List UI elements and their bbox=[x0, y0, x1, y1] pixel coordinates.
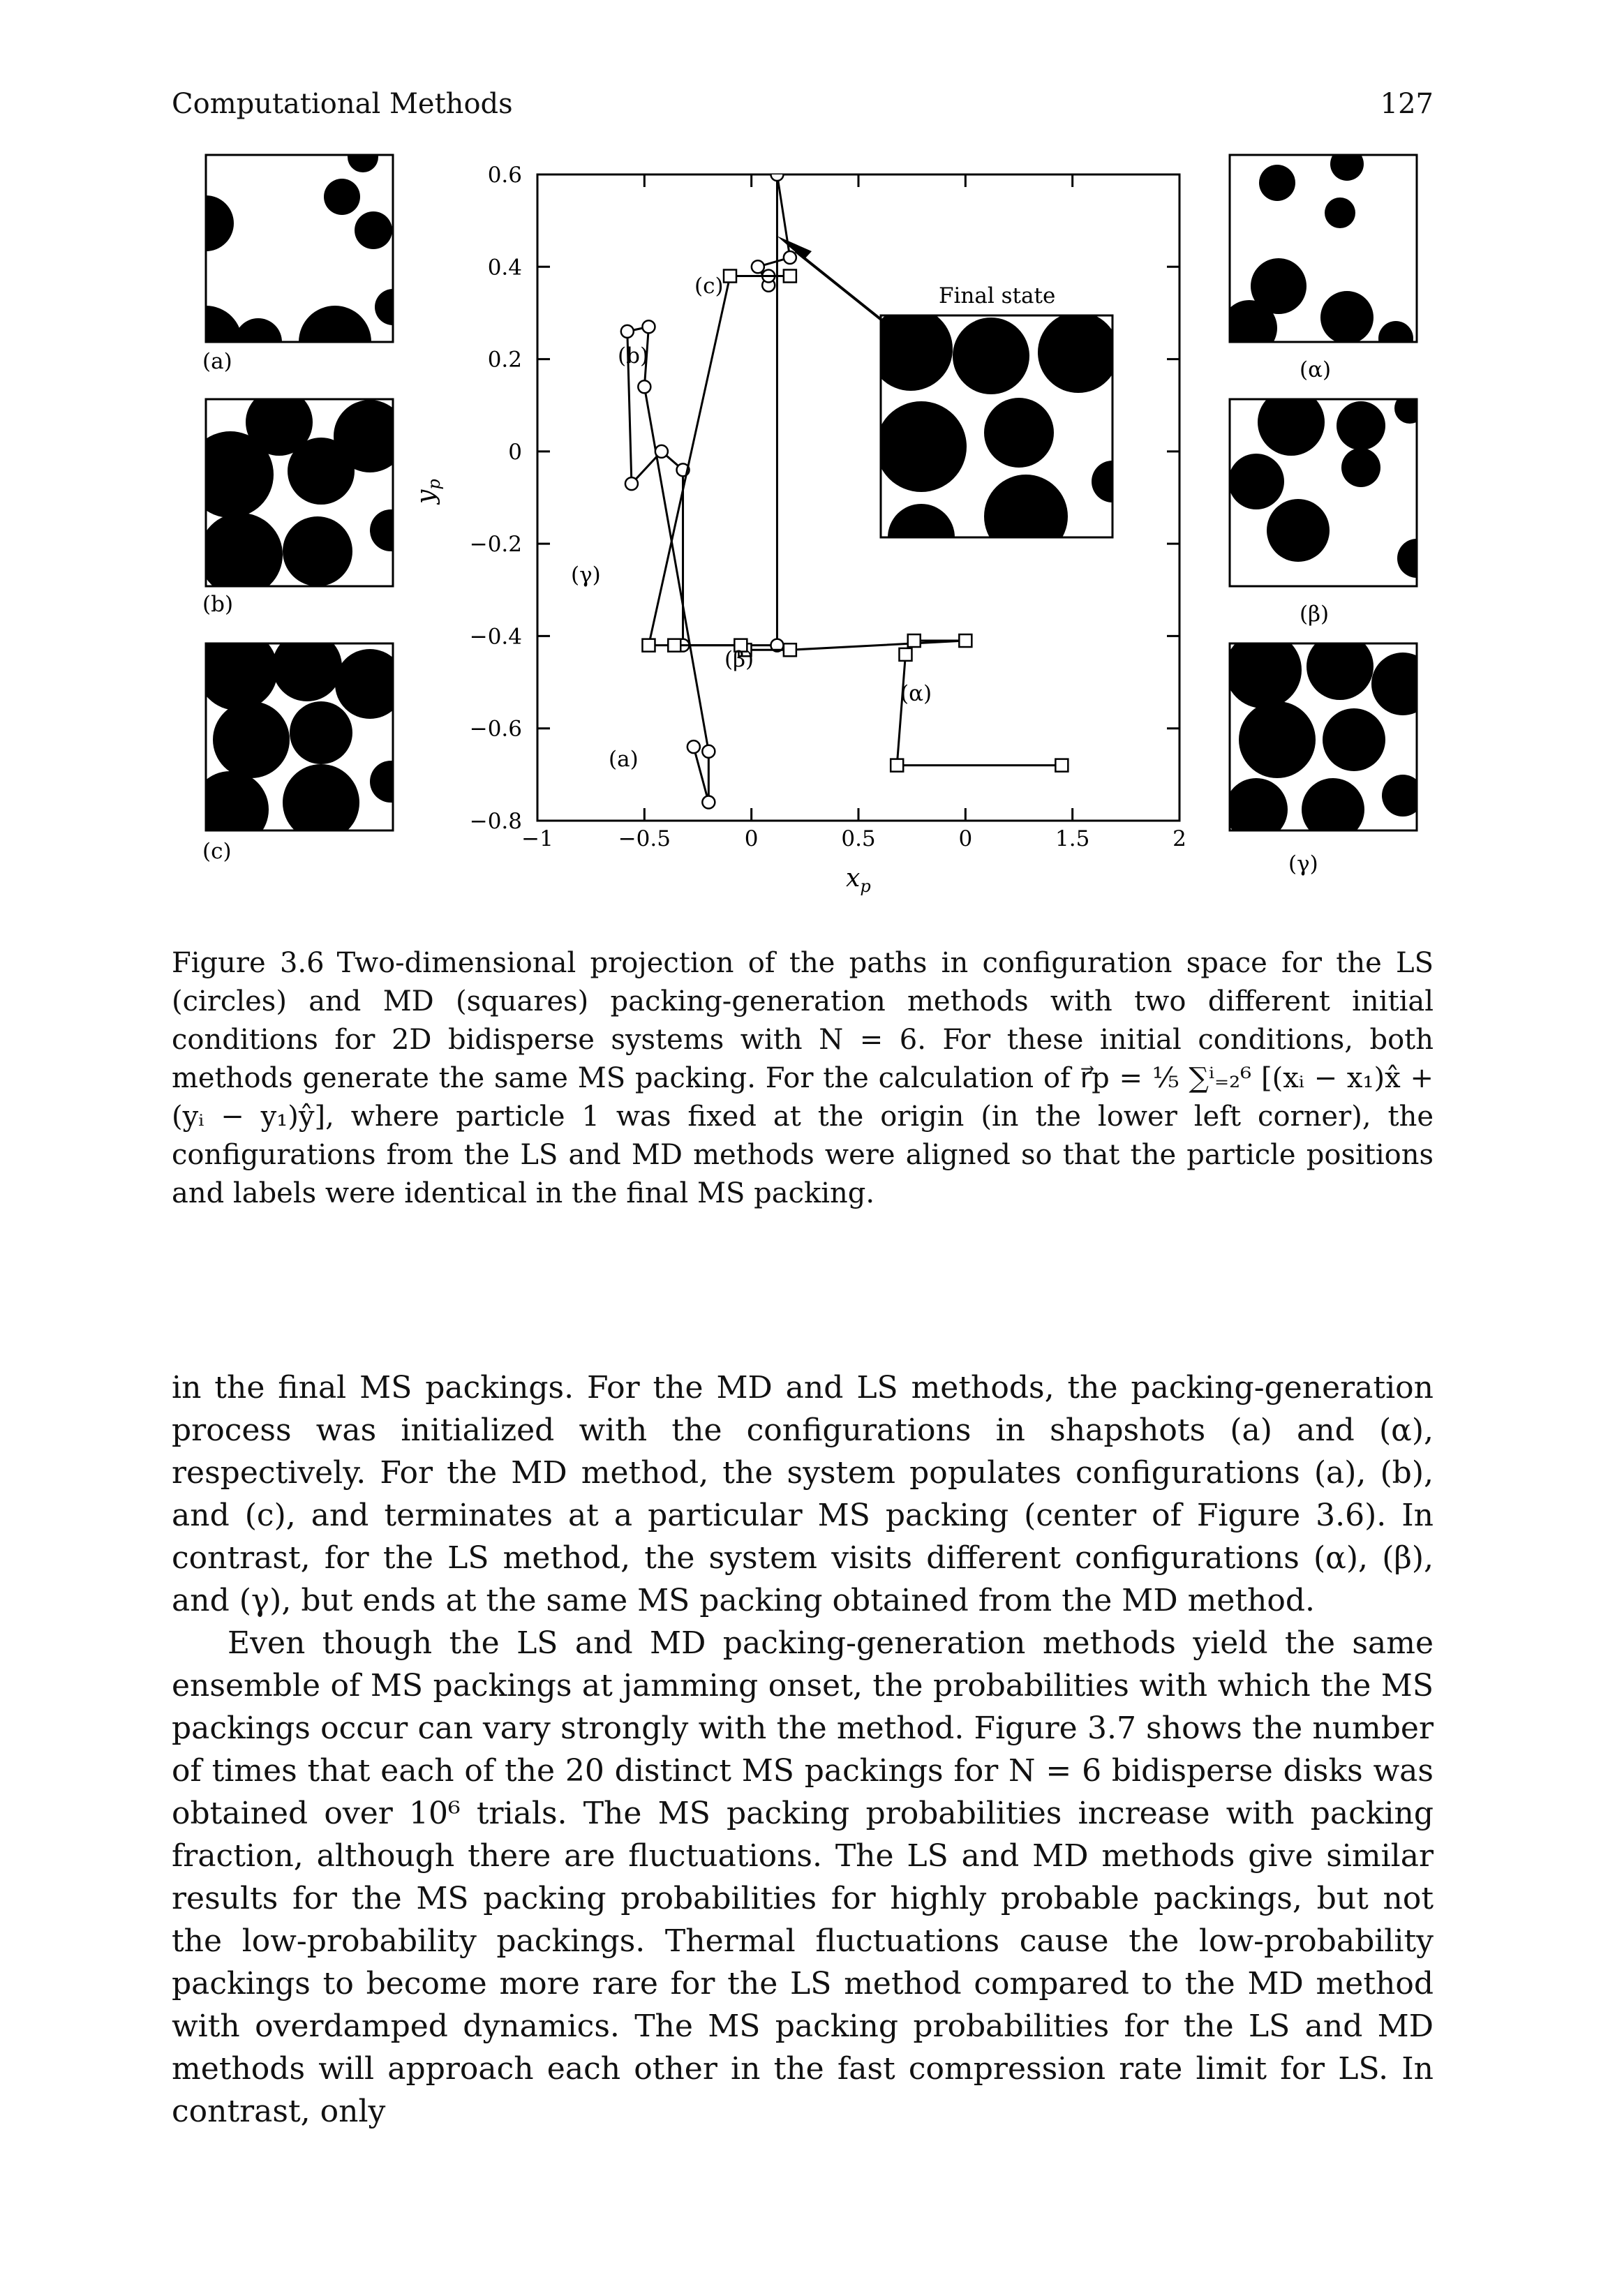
series-point-circle bbox=[686, 739, 701, 754]
x-tick-labels: −1 −0.5 0 0.5 0 1.5 2 bbox=[521, 826, 1186, 851]
series-point-square bbox=[667, 638, 682, 653]
series-point-circle bbox=[701, 744, 716, 759]
final-state-arrow bbox=[777, 236, 812, 260]
final-state-inset: Final state bbox=[777, 236, 1114, 539]
y-tick-label: 0.6 bbox=[488, 163, 522, 188]
x-tick-label: 0 bbox=[958, 826, 972, 851]
running-title: Computational Methods bbox=[172, 88, 513, 120]
page-number: 127 bbox=[1380, 88, 1434, 120]
caption-label: Figure 3.6 bbox=[172, 947, 325, 979]
panel-label-c: (c) bbox=[202, 839, 232, 864]
series-point-square bbox=[907, 633, 921, 648]
series-line-1 bbox=[647, 275, 1062, 767]
series-point-circle bbox=[750, 260, 766, 274]
final-state-arrow-shaft bbox=[794, 250, 884, 322]
snapshot-b bbox=[204, 398, 394, 588]
y-tick-label: 0.4 bbox=[488, 255, 522, 280]
snapshot-alpha bbox=[1228, 154, 1418, 343]
series-point-square bbox=[958, 633, 973, 648]
snapshot-c bbox=[204, 642, 394, 832]
path-label-b: (b) bbox=[618, 343, 648, 368]
series-point-square bbox=[782, 643, 798, 657]
snapshot-gamma bbox=[1228, 642, 1418, 832]
series-point-circle bbox=[620, 324, 635, 339]
path-label-alpha: (α) bbox=[900, 681, 932, 706]
y-tick-label: 0.2 bbox=[488, 348, 522, 373]
series-point-circle bbox=[641, 320, 656, 334]
path-label-a: (a) bbox=[609, 747, 639, 772]
series-layer bbox=[620, 174, 1069, 810]
y-tick-label: 0 bbox=[508, 440, 522, 465]
x-axis-label: xp bbox=[846, 864, 871, 896]
figure-3-6: (a) (b) (c) (α) ( bbox=[202, 154, 1418, 896]
series-point-square bbox=[722, 269, 738, 283]
body-text: in the final MS packings. For the MD and… bbox=[172, 1366, 1434, 2133]
y-tick-label: −0.6 bbox=[470, 717, 522, 742]
series-point-square bbox=[889, 758, 904, 773]
panel-label-beta: (β) bbox=[1300, 602, 1329, 627]
snapshot-beta bbox=[1228, 398, 1418, 588]
paragraph-2: Even though the LS and MD packing-genera… bbox=[172, 1625, 1434, 2129]
panel-label-alpha: (α) bbox=[1300, 357, 1331, 382]
path-label-gamma: (γ) bbox=[571, 562, 601, 588]
x-tick-label: 0.5 bbox=[841, 826, 875, 851]
page-header: Computational Methods 127 bbox=[172, 88, 1434, 130]
x-tick-label: −0.5 bbox=[618, 826, 671, 851]
y-tick-label: −0.8 bbox=[470, 809, 522, 834]
series-point-square bbox=[782, 269, 798, 283]
y-tick-label: −0.2 bbox=[470, 532, 522, 557]
series-point-circle bbox=[782, 250, 798, 265]
y-axis-label: yp bbox=[412, 479, 444, 505]
panel-label-b: (b) bbox=[202, 592, 233, 617]
x-tick-label: 1.5 bbox=[1055, 826, 1089, 851]
path-label-c: (c) bbox=[694, 274, 724, 299]
plot-area: 0.6 0.4 0.2 0 −0.2 −0.4 −0.6 −0.8 −1 −0.5 0 0.5 0 1.… bbox=[412, 163, 1186, 896]
series-point-circle bbox=[624, 476, 639, 491]
caption-text: Two-dimensional projection of the paths … bbox=[172, 947, 1434, 1209]
series-point-square bbox=[1055, 758, 1069, 773]
series-point-circle bbox=[770, 174, 784, 182]
panel-label-a: (a) bbox=[202, 349, 232, 374]
series-line-0 bbox=[626, 174, 791, 803]
series-point-square bbox=[641, 638, 656, 653]
series-point-square bbox=[898, 647, 913, 662]
y-tick-label: −0.4 bbox=[470, 624, 522, 649]
series-point-circle bbox=[637, 380, 652, 394]
y-tick-labels: 0.6 0.4 0.2 0 −0.2 −0.4 −0.6 −0.8 bbox=[470, 163, 522, 834]
axis-ticks bbox=[536, 173, 1181, 822]
snapshot-a bbox=[204, 154, 394, 343]
x-tick-label: 0 bbox=[745, 826, 759, 851]
path-label-beta: (β) bbox=[724, 647, 754, 672]
series-point-square bbox=[734, 638, 748, 653]
series-point-circle bbox=[654, 444, 669, 459]
series-point-circle bbox=[701, 795, 716, 810]
final-state-label: Final state bbox=[939, 283, 1055, 308]
paragraph-1: in the final MS packings. For the MD and… bbox=[172, 1370, 1434, 1618]
x-tick-label: −1 bbox=[521, 826, 553, 851]
x-tick-label: 2 bbox=[1172, 826, 1186, 851]
panel-label-gamma: (γ) bbox=[1288, 851, 1318, 877]
